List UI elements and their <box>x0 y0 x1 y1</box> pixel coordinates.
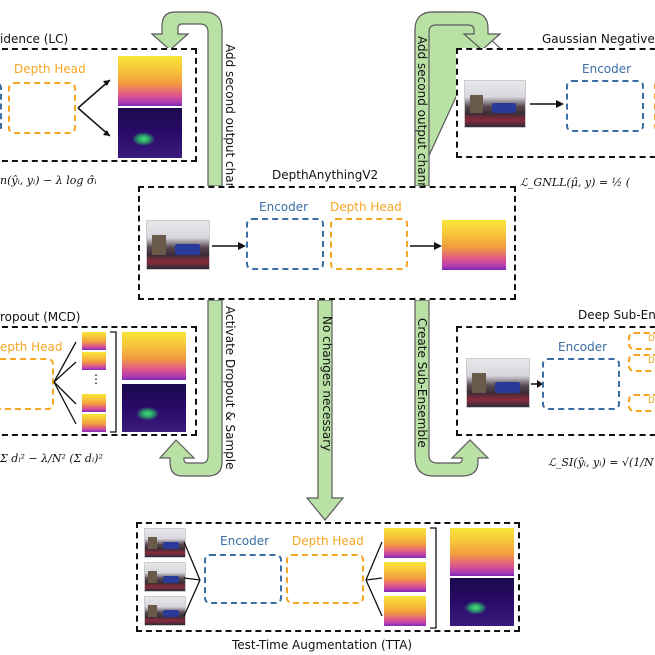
tta-aug-image-1 <box>144 528 186 558</box>
arrow-label-lc: Add second output channel <box>223 44 237 209</box>
gnll-panel: Encoder D <box>456 48 655 158</box>
lc-depth-head-box <box>8 82 76 134</box>
mcd-bracket <box>110 331 117 433</box>
gnll-encoder-box <box>566 80 644 132</box>
gnll-input-image <box>464 80 526 128</box>
dse-title: Deep Sub-En <box>578 308 655 322</box>
tta-title: Test-Time Augmentation (TTA) <box>232 638 413 652</box>
tta-panel: Encoder Depth Head <box>136 522 520 632</box>
dse-head-stub-3 <box>628 394 655 412</box>
tta-depth-head-label: Depth Head <box>292 534 364 548</box>
lc-split-arrows <box>77 79 111 137</box>
tta-depth-head-box <box>286 554 364 604</box>
gnll-loss-formula: ℒ_GNLL(μ̂, y) = ½ ( <box>520 176 631 189</box>
tta-fanout-arrows <box>365 541 383 617</box>
dse-panel: Encoder De De De <box>456 326 655 436</box>
center-input-image <box>146 220 210 270</box>
mcd-panel: epth Head ⋮ <box>0 326 197 436</box>
tta-mean-depth <box>450 528 514 576</box>
center-depth-head-box <box>330 218 408 270</box>
mcd-loss-formula: Σ dᵢ² − λ/N² (Σ dᵢ)² <box>0 452 103 465</box>
mcd-uncertainty-map <box>122 384 186 432</box>
lc-depth-head-label: Depth Head <box>14 62 86 76</box>
dse-head-stub-1 <box>628 332 655 350</box>
tta-depth-1 <box>384 528 426 558</box>
center-depth-head-label: Depth Head <box>330 200 402 214</box>
gnll-title: Gaussian Negative <box>542 32 655 46</box>
lc-loss-formula: n(ŷᵢ, yᵢ) − λ log σ̂ᵢ <box>0 174 97 187</box>
arrow-to-mcd <box>158 299 223 477</box>
mcd-fanout-arrows <box>53 341 77 425</box>
center-depth-map <box>442 220 506 270</box>
lc-depth-map <box>118 56 182 106</box>
mcd-mean-depth <box>122 332 186 380</box>
tta-depth-3 <box>384 596 426 626</box>
center-title: DepthAnythingV2 <box>272 168 379 182</box>
tta-bracket <box>430 527 437 629</box>
lc-uncertainty-map <box>118 108 182 158</box>
mcd-sample-2 <box>82 352 106 370</box>
gnll-arrow <box>530 100 564 108</box>
tta-aug-image-2 <box>144 562 186 592</box>
center-encoder-box <box>246 218 324 270</box>
dse-head-stub-3-label: De <box>648 396 655 406</box>
arrow-label-mcd: Activate Dropout & Sample <box>223 306 237 470</box>
dse-head-stub-1-label: De <box>648 334 655 344</box>
tta-depth-2 <box>384 562 426 592</box>
arrow-label-tta: No changes necessary <box>320 316 334 452</box>
lc-panel: Depth Head <box>0 48 197 162</box>
center-panel: Encoder Depth Head <box>138 186 516 300</box>
center-arrow-in <box>212 242 246 250</box>
center-arrow-out <box>410 242 442 250</box>
arrow-to-tta <box>305 299 345 521</box>
lc-encoder-stub <box>0 82 2 134</box>
arrow-label-dse: Create Sub-Ensemble <box>415 318 429 448</box>
dse-head-stub-2-label: De <box>648 356 655 366</box>
tta-merge-arrows <box>183 541 201 617</box>
dse-encoder-box <box>542 358 620 410</box>
arrow-to-lc <box>150 11 223 187</box>
mcd-sample-1 <box>82 332 106 350</box>
dse-loss-formula: ℒ_SI(ŷᵢ, yᵢ) = √(1/N Σ <box>548 456 655 469</box>
tta-encoder-label: Encoder <box>220 534 270 548</box>
mcd-ellipsis: ⋮ <box>90 372 102 386</box>
dse-arrow <box>531 380 543 388</box>
tta-aug-image-3 <box>144 596 186 626</box>
arrow-to-dse <box>414 299 490 477</box>
center-encoder-label: Encoder <box>259 200 309 214</box>
dse-head-stub-2 <box>628 354 655 372</box>
gnll-encoder-label: Encoder <box>582 62 632 76</box>
mcd-title: ropout (MCD) <box>0 310 81 324</box>
mcd-sample-4 <box>82 414 106 432</box>
dse-input-image <box>466 358 530 408</box>
mcd-depth-head-box <box>0 358 54 410</box>
arrow-to-gnll-body <box>414 11 502 187</box>
tta-uncertainty-map <box>450 578 514 626</box>
dse-encoder-label: Encoder <box>558 340 608 354</box>
arrow-label-gnll: Add second output channel <box>415 36 429 201</box>
mcd-depth-head-label: epth Head <box>0 340 63 354</box>
lc-title: idence (LC) <box>0 32 69 46</box>
tta-encoder-box <box>204 554 282 604</box>
mcd-sample-3 <box>82 394 106 412</box>
